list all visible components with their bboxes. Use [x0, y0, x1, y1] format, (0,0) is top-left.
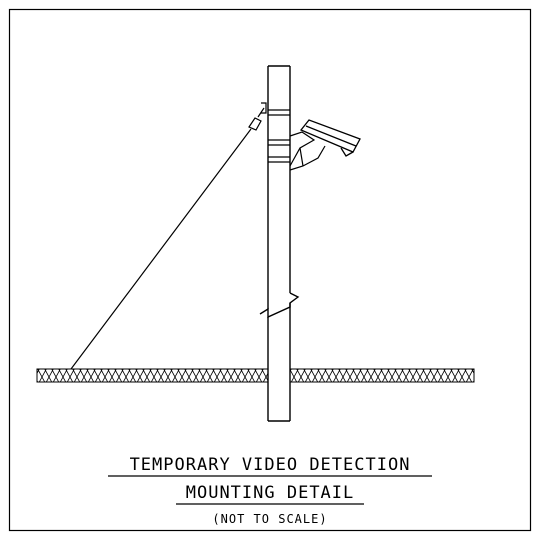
pole [259, 65, 300, 422]
caption-underlines [108, 475, 432, 505]
ground [36, 368, 475, 383]
video-camera [299, 119, 361, 157]
drawing-title: TEMPORARY VIDEO DETECTION [129, 455, 411, 475]
pole-break-symbol [259, 292, 300, 319]
camera-bracket [268, 131, 326, 171]
guy-wire-grip [248, 117, 262, 131]
drawing-frame [8, 8, 532, 532]
drawing-subtitle: MOUNTING DETAIL [185, 483, 355, 503]
guy-wire-clip [261, 102, 267, 114]
scale-note: (NOT TO SCALE) [212, 512, 328, 526]
pole-band [268, 109, 290, 116]
guy-wire [70, 102, 267, 370]
